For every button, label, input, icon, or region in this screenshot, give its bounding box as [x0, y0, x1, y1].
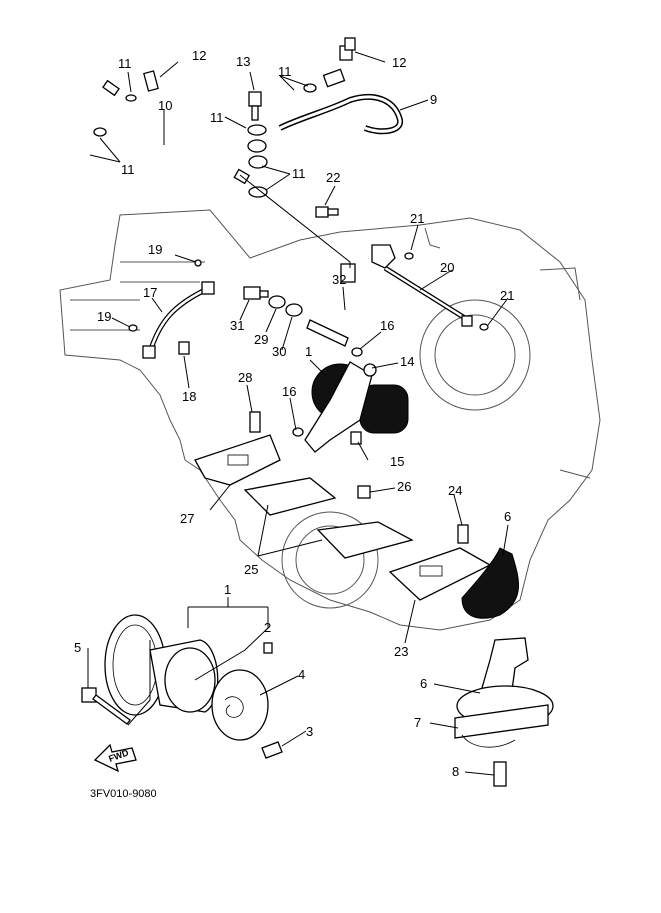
callout-labels: 11 12 13 11 12 9 10 11 11 11 22 21 19 20…: [74, 48, 514, 779]
oil-hose-9: [278, 45, 403, 135]
pump-gear-upper: [304, 361, 409, 453]
bolt-5: [81, 687, 131, 725]
callout-23: 23: [394, 644, 408, 659]
strainer-upper: [461, 547, 520, 619]
baffle-plate-27: [194, 411, 281, 486]
callout-29: 29: [254, 332, 268, 347]
callout-6: 6: [420, 676, 427, 691]
callout-9: 9: [430, 92, 437, 107]
callout-11: 11: [121, 162, 135, 177]
callout-17: 17: [143, 285, 157, 300]
callout-11: 11: [118, 56, 132, 71]
crankcase-outline: [59, 209, 601, 631]
callout-5: 5: [74, 640, 81, 655]
oil-hose-10: [68, 78, 251, 185]
callout-19: 19: [97, 309, 111, 324]
callout-1: 1: [305, 344, 312, 359]
callout-19: 19: [148, 242, 162, 257]
callout-15: 15: [390, 454, 404, 469]
callout-11: 11: [210, 110, 224, 125]
callout-12: 12: [392, 55, 406, 70]
shaft-assembly: [243, 263, 356, 347]
callout-8: 8: [452, 764, 459, 779]
callout-24: 24: [448, 483, 462, 498]
callout-18: 18: [182, 389, 196, 404]
callout-14: 14: [400, 354, 414, 369]
callout-2: 2: [264, 620, 271, 635]
bolt-18: [178, 341, 190, 355]
gaskets-11: [93, 83, 317, 198]
oil-pipe-20: [371, 244, 473, 327]
diagram-code: 3FV010-9080: [90, 788, 157, 800]
oil-pump-assembly: [104, 614, 283, 759]
oil-pipe-17: [142, 281, 215, 359]
callout-16: 16: [380, 318, 394, 333]
leader-lines: [87, 51, 509, 776]
callout-4: 4: [298, 667, 305, 682]
callout-7: 7: [414, 715, 421, 730]
baffle-plate-25: [243, 477, 414, 559]
callout-21: 21: [410, 211, 424, 226]
callout-16: 16: [282, 384, 296, 399]
callout-32: 32: [332, 272, 346, 287]
callout-26: 26: [397, 479, 411, 494]
callout-28: 28: [238, 370, 252, 385]
callout-6: 6: [504, 509, 511, 524]
oil-strainer: [454, 637, 554, 787]
bolt-22: [315, 206, 339, 218]
bolt-12: [143, 37, 356, 92]
callout-21: 21: [500, 288, 514, 303]
callout-1: 1: [224, 582, 231, 597]
fwd-arrow-icon: FWD: [93, 743, 137, 773]
callout-30: 30: [272, 344, 286, 359]
callout-27: 27: [180, 511, 194, 526]
callout-31: 31: [230, 318, 244, 333]
callout-10: 10: [158, 98, 172, 113]
callout-25: 25: [244, 562, 258, 577]
callout-3: 3: [306, 724, 313, 739]
callout-22: 22: [326, 170, 340, 185]
callout-20: 20: [440, 260, 454, 275]
callout-11: 11: [292, 166, 306, 181]
callout-11: 11: [278, 64, 292, 79]
callout-12: 12: [192, 48, 206, 63]
callout-13: 13: [236, 54, 250, 69]
union-bolt-13: [248, 91, 262, 121]
